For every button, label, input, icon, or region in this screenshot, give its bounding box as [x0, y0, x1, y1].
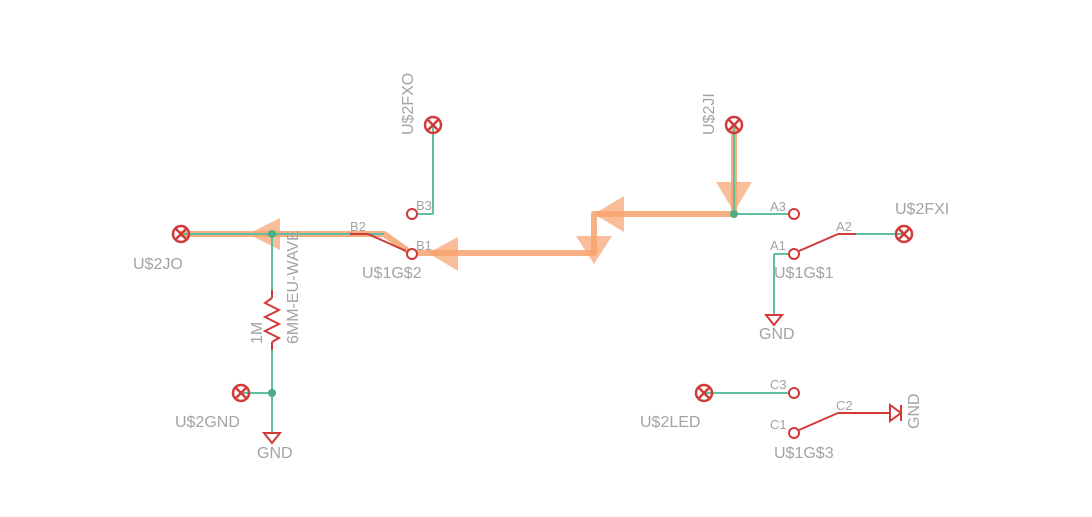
label-u2gnd: U$2GND	[175, 414, 240, 431]
pin-label-a3: A3	[770, 199, 786, 214]
pin-label-c3: C3	[770, 377, 787, 392]
junction-dot	[268, 389, 276, 397]
ground-g1-icon[interactable]	[763, 314, 785, 327]
switch-blade	[798, 412, 839, 431]
junction-dot	[730, 210, 738, 218]
pin-label-b3: B3	[416, 198, 432, 213]
label-u1g1: U$1G$1	[774, 265, 834, 282]
resistor-name-label: 6MM-EU-WAVE	[285, 230, 302, 344]
pad-cross-icon	[426, 118, 440, 132]
switch-contact-a3[interactable]	[788, 208, 800, 220]
switch-u1g1[interactable]	[788, 208, 856, 260]
labels: U$2JO U$2GND U$2LED U$2FXI U$2FXO U$2JI …	[133, 73, 949, 462]
resistor-zigzag-icon	[262, 297, 282, 343]
pad-cross-icon	[697, 386, 711, 400]
junction-dot	[268, 230, 276, 238]
pad-ring-icon	[894, 224, 914, 244]
resistor-symbol[interactable]	[262, 290, 282, 350]
switch-blade	[798, 233, 839, 252]
junctions	[268, 210, 738, 397]
pad-u2gnd[interactable]	[231, 383, 251, 403]
pad-cross-icon	[234, 386, 248, 400]
connector-pads	[171, 115, 914, 403]
pad-cross-icon	[897, 227, 911, 241]
ground-symbols	[261, 314, 903, 445]
pad-ring-icon	[171, 224, 191, 244]
pad-u2led[interactable]	[694, 383, 714, 403]
pad-ring-icon	[423, 115, 443, 135]
pad-ring-icon	[724, 115, 744, 135]
pin-label-a2: A2	[836, 219, 852, 234]
gnd-left-label: GND	[257, 445, 293, 462]
pad-u2fxo[interactable]	[423, 115, 443, 135]
pad-u2jo[interactable]	[171, 224, 191, 244]
label-u2jo: U$2JO	[133, 256, 183, 273]
highlighted-signal-path	[180, 125, 752, 271]
pin-label-a1: A1	[770, 238, 786, 253]
switch-contact-b3[interactable]	[406, 208, 418, 220]
gnd-g1-label: GND	[759, 326, 795, 343]
pad-cross-icon	[174, 227, 188, 241]
label-u2led: U$2LED	[640, 414, 700, 431]
pin-label-b1: B1	[416, 238, 432, 253]
switch-contact-a1[interactable]	[788, 248, 800, 260]
pad-u2ji[interactable]	[724, 115, 744, 135]
switch-u1g3[interactable]	[788, 387, 890, 439]
pad-cross-icon	[727, 118, 741, 132]
gnd-g3-label: GND	[906, 393, 923, 429]
label-u2fxi: U$2FXI	[895, 201, 949, 218]
flow-arrow-icon	[576, 236, 612, 264]
label-u2fxo: U$2FXO	[400, 73, 417, 135]
pad-u2fxi[interactable]	[894, 224, 914, 244]
pin-label-b2: B2	[350, 219, 366, 234]
flow-arrow-icon	[428, 237, 458, 271]
switch-u1g2[interactable]	[350, 208, 418, 260]
switch-contact-c1[interactable]	[788, 427, 800, 439]
resistor-value-label: 1M	[249, 322, 266, 344]
ground-left-icon[interactable]	[261, 432, 283, 445]
pin-label-c2: C2	[836, 398, 853, 413]
pad-ring-icon	[694, 383, 714, 403]
ground-g3-icon[interactable]	[889, 403, 903, 423]
switch-contact-b1[interactable]	[406, 248, 418, 260]
pad-ring-icon	[231, 383, 251, 403]
flow-arrow-icon	[594, 196, 624, 232]
label-u2ji: U$2JI	[701, 93, 718, 135]
label-u1g3: U$1G$3	[774, 445, 834, 462]
switch-blade	[367, 233, 407, 252]
pin-label-c1: C1	[770, 417, 787, 432]
label-u1g2: U$1G$2	[362, 265, 422, 282]
switch-contact-c3[interactable]	[788, 387, 800, 399]
